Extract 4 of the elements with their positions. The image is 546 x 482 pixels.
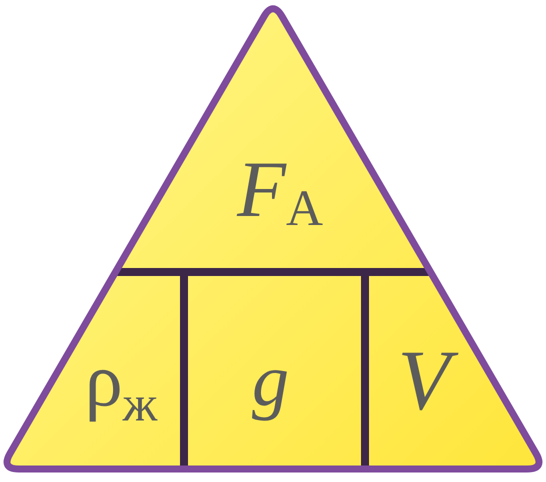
variable-symbol: g bbox=[251, 338, 290, 424]
variable-symbol: F$_{А}$ bbox=[236, 145, 324, 240]
variable-symbol: V bbox=[396, 325, 462, 437]
variable-symbol: ρ$_{ж}$ bbox=[84, 338, 158, 430]
